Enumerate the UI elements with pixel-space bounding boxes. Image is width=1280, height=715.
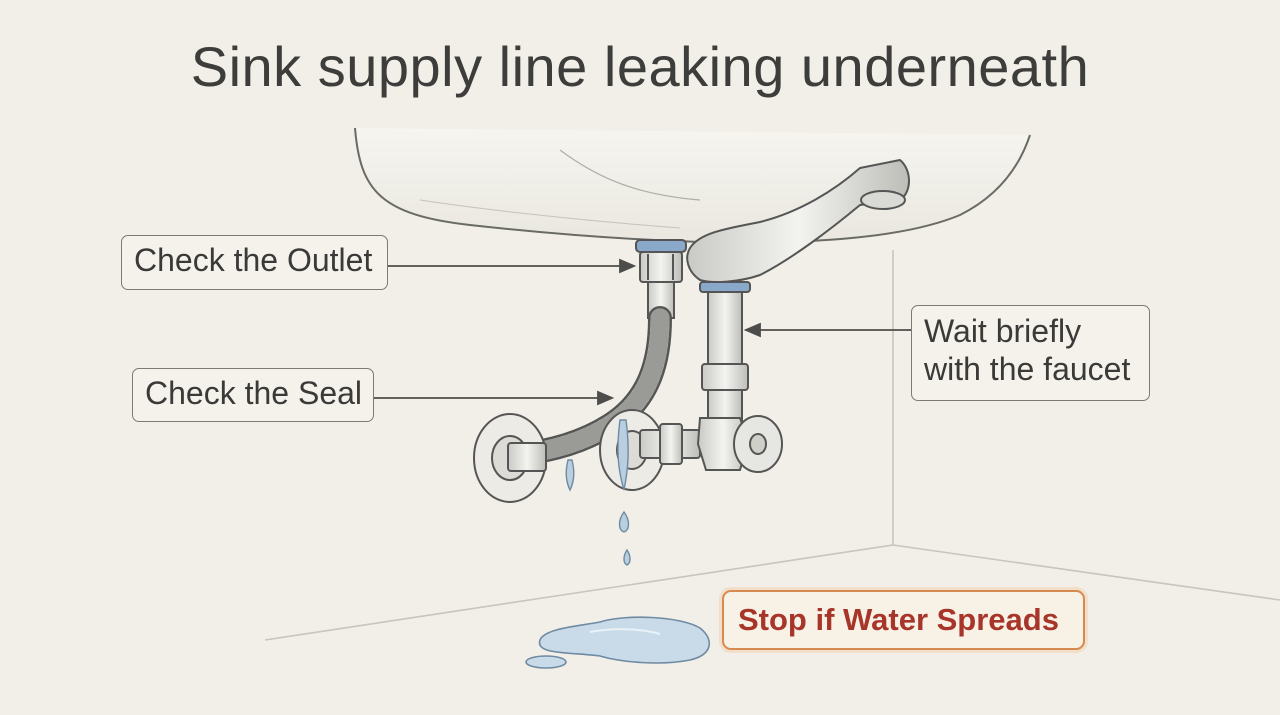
- callout-check-seal-text: Check the Seal: [145, 375, 363, 411]
- outlet-fitting: [635, 239, 687, 319]
- callout-wait-faucet: Wait briefly with the faucet: [911, 305, 1150, 401]
- water-puddle: [525, 616, 711, 669]
- hose-connector: [507, 442, 547, 472]
- sink-basin: [354, 127, 1031, 244]
- warning-callout-text: Stop if Water Spreads: [738, 602, 1059, 637]
- callout-check-outlet: Check the Outlet: [121, 235, 388, 290]
- callout-wait-faucet-line2: with the faucet: [924, 351, 1131, 387]
- room-lines: [264, 250, 1280, 641]
- diagram-title: Sink supply line leaking underneath: [190, 35, 1090, 98]
- callout-wait-faucet-line1: Wait briefly: [924, 313, 1082, 349]
- faucet-riser: [699, 281, 751, 425]
- leader-arrows: [374, 258, 912, 406]
- callout-check-outlet-text: Check the Outlet: [134, 242, 373, 278]
- warning-callout: Stop if Water Spreads: [722, 590, 1085, 650]
- water-drips: [565, 419, 631, 566]
- faucet-body: [686, 159, 910, 284]
- callout-check-seal: Check the Seal: [132, 368, 374, 422]
- shutoff-valve: [639, 415, 783, 473]
